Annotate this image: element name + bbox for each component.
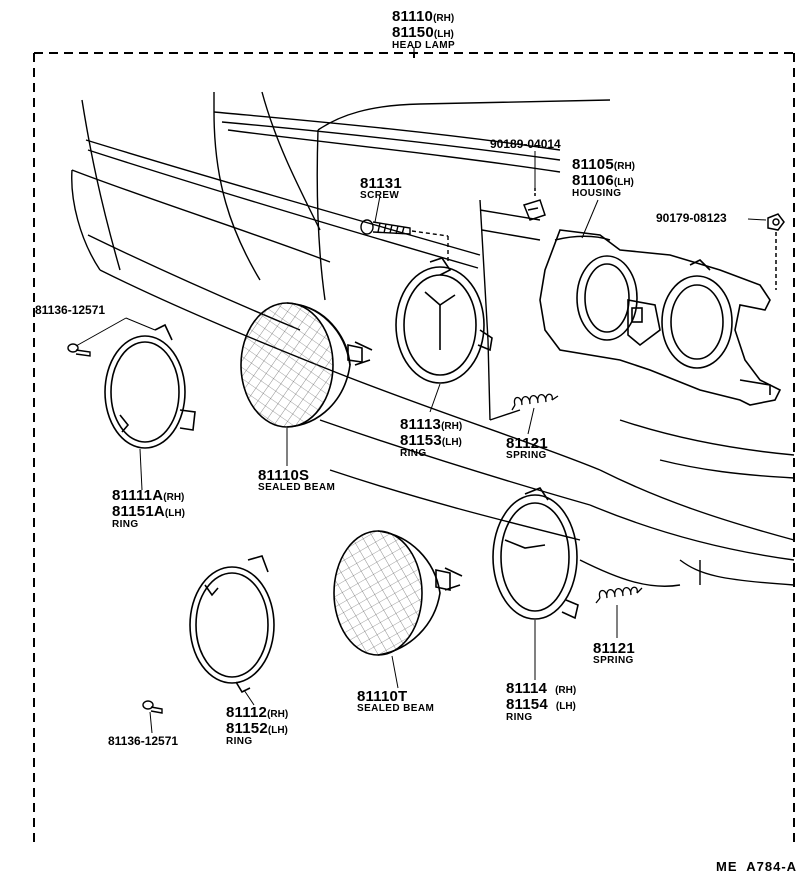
ring-upper-outer-name: RING [112,519,139,530]
housing-lh-suffix: (LH) [613,177,634,188]
figure-code: ME A784-A [716,859,798,874]
ring-lower-outer-rh-suffix: (RH) [267,709,289,720]
head-lamp-lh-number: 81150 [392,24,434,41]
spring-upper-number: 81121 [506,435,548,452]
sealed-beam-lower-label: 81110T SEALED BEAM [357,689,434,714]
sealed-beam-lower-number: 81110T [357,688,408,705]
sealed-beam-upper-number: 81110S [258,467,310,484]
ring-lower-inner-lh-number: 81154 [506,696,548,713]
ring-lower-outer-name: RING [226,736,253,747]
head-lamp-label: 81110(RH) 81150(LH) HEAD LAMP [392,9,455,51]
ring-lower-outer-rh-number: 81112 [226,704,268,721]
sealed-beam-upper-label: 81110S SEALED BEAM [258,468,335,493]
ring-lower-inner-name: RING [506,712,533,723]
head-lamp-lh-suffix: (LH) [433,29,454,40]
ring-upper-outer-label: 81111A(RH) 81151A(LH) RING [112,488,185,530]
housing-lh-number: 81106 [572,172,614,189]
spring-lower [595,586,643,604]
bolt-lower [142,700,163,714]
ring-lower-inner-lh-suffix: (LH) [555,701,576,712]
ring-upper-outer-rh-suffix: (RH) [163,492,185,503]
ring-lower-inner-rh-number: 81114 [506,680,548,697]
spring-lower-name: SPRING [593,655,634,666]
spring-upper [511,393,559,411]
ring-lower-outer-lh-suffix: (LH) [267,725,288,736]
screw-number: 81131 [360,175,402,192]
clip-part [523,188,546,221]
ring-lower-inner-rh-suffix: (RH) [555,685,577,696]
leader-lines [75,151,767,734]
bolt-lower-number: 81136-12571 [108,734,179,748]
nut-part [767,213,785,290]
ring-upper-inner-name: RING [400,448,427,459]
ring-upper-outer [104,323,196,449]
ring-upper-outer-lh-suffix: (LH) [164,508,185,519]
head-lamp-rh-suffix: (RH) [433,13,455,24]
housing-label: 81105(RH) 81106(LH) HOUSING [572,157,635,199]
ring-upper-outer-lh-number: 81151A [112,503,165,520]
ring-lower-inner-label: 81114 (RH) 81154 (LH) RING [506,681,576,723]
ring-upper-inner-lh-number: 81153 [400,432,442,449]
ring-upper-inner-label: 81113(RH) 81153(LH) RING [400,417,462,459]
ring-lower-outer-lh-number: 81152 [226,720,268,737]
nut-number: 90179-08123 [656,211,727,225]
ring-upper-inner-lh-suffix: (LH) [441,437,462,448]
ring-lower-outer [189,555,275,694]
sealed-beam-upper [240,302,373,428]
screw-part [360,219,449,262]
ring-lower-outer-label: 81112(RH) 81152(LH) RING [226,705,288,747]
head-lamp-name: HEAD LAMP [392,40,456,51]
ring-lower-inner [492,487,579,620]
housing-name: HOUSING [572,188,622,199]
bolt-upper-number: 81136-12571 [35,303,106,317]
ring-upper-inner-rh-suffix: (RH) [441,421,463,432]
sealed-beam-lower [333,530,463,656]
sealed-beam-upper-name: SEALED BEAM [258,482,336,493]
screw-label: 81131 SCREW [360,176,402,201]
head-lamp-rh-number: 81110 [392,8,434,25]
housing-rh-number: 81105 [572,156,614,173]
spring-upper-name: SPRING [506,450,547,461]
ring-upper-inner [395,257,493,384]
spring-lower-label: 81121 SPRING [593,641,635,666]
clip-number: 90189-04014 [490,137,561,151]
spring-upper-label: 81121 SPRING [506,436,548,461]
sealed-beam-lower-name: SEALED BEAM [357,703,435,714]
spring-lower-number: 81121 [593,640,635,657]
screw-name: SCREW [360,190,400,201]
ring-upper-outer-rh-number: 81111A [112,487,164,504]
bolt-upper [67,343,91,357]
housing [539,229,782,406]
housing-rh-suffix: (RH) [613,161,635,172]
ring-upper-inner-rh-number: 81113 [400,416,442,433]
